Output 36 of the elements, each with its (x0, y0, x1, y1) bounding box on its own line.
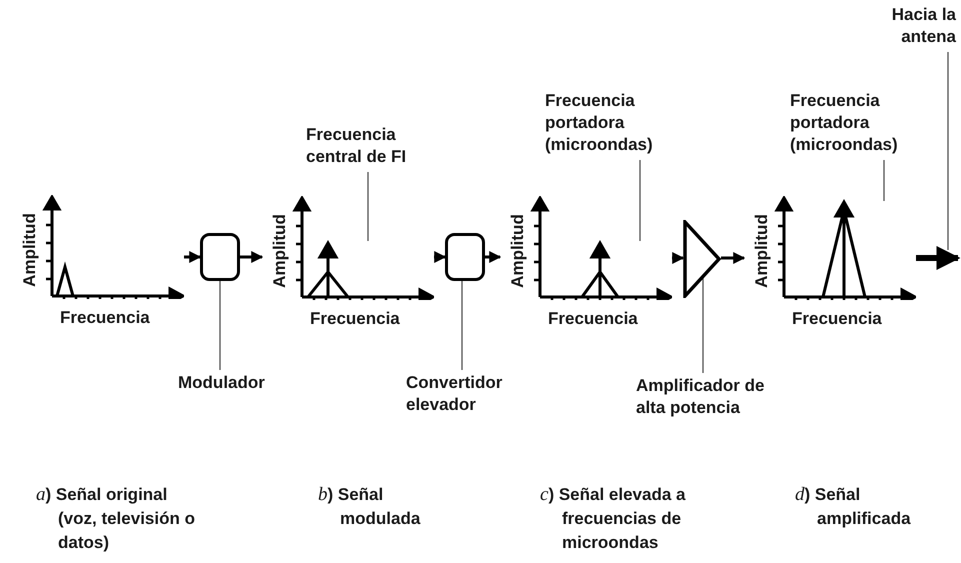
callout-text: Convertidor elevador (406, 372, 531, 418)
block-box (200, 233, 240, 281)
arrow (184, 251, 202, 263)
arrow (240, 251, 264, 263)
axis-label: Frecuencia (548, 308, 638, 330)
arrow (434, 251, 446, 263)
panel-caption: b) Señal modulada (318, 483, 422, 530)
callout-text: Frecuencia portadora (microondas) (545, 90, 670, 158)
axis-label: Frecuencia (792, 308, 882, 330)
leader-line (461, 281, 463, 370)
leader-line (702, 278, 704, 373)
axis-label: Frecuencia (60, 307, 150, 329)
panel-caption: d) Señal amplificada (795, 483, 912, 530)
block-box (445, 233, 485, 281)
arrow (672, 252, 684, 264)
panel-caption: a) Señal original (voz, televisión o datos) (36, 483, 196, 554)
callout-text: Hacia la antena (870, 4, 956, 50)
leader-line (947, 52, 949, 250)
axis-label: Frecuencia (310, 308, 400, 330)
amplifier-triangle (683, 220, 721, 298)
leader-line (367, 172, 369, 241)
callout-text: Frecuencia portadora (microondas) (790, 90, 915, 158)
axis-label: Amplitud (507, 213, 528, 290)
axis-label: Amplitud (751, 213, 772, 290)
callout-text: Amplificador de alta potencia (636, 375, 786, 421)
leader-line (639, 160, 641, 241)
leader-line (219, 281, 221, 370)
arrow (485, 251, 502, 263)
callout-text: Frecuencia central de FI (306, 124, 431, 170)
leader-line (883, 160, 885, 201)
axis-label: Amplitud (19, 212, 40, 289)
axis-label: Amplitud (269, 213, 290, 290)
callout-text: Modulador (178, 372, 288, 396)
arrow (721, 252, 746, 264)
panel-caption: c) Señal elevada a frecuencias de microondas (540, 483, 686, 554)
arrow (916, 246, 960, 270)
